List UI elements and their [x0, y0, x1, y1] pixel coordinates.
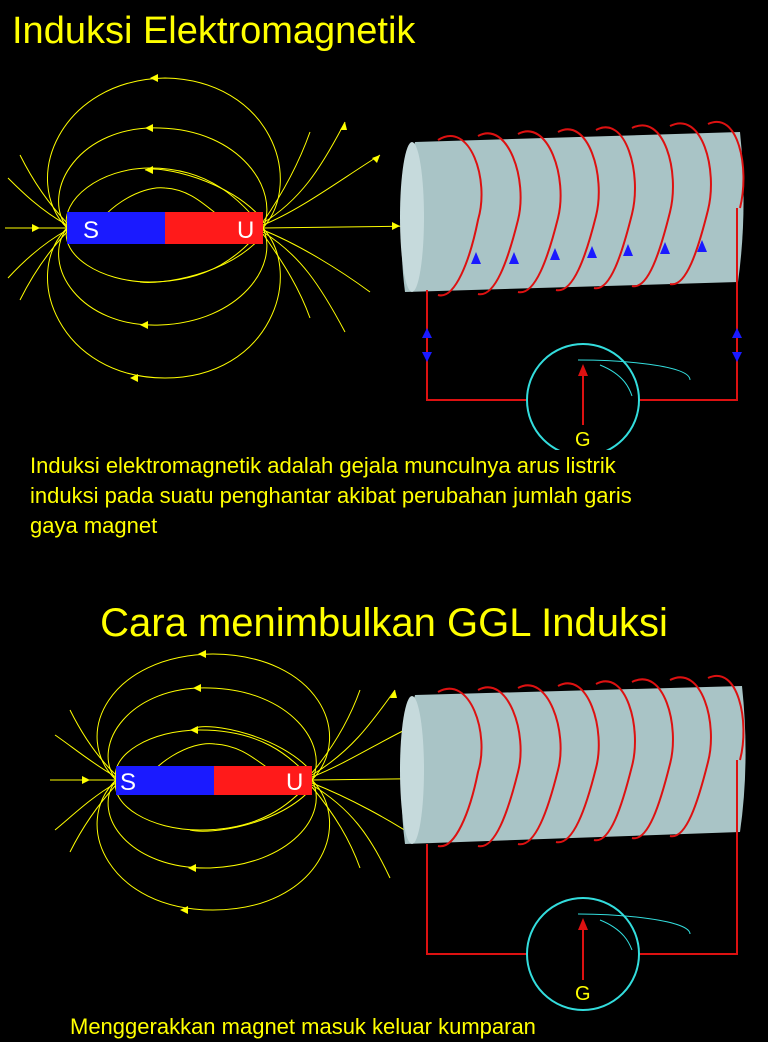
bar-magnet: S U: [116, 766, 312, 796]
field-arrowheads: [32, 74, 400, 382]
coil-solenoid: [400, 120, 745, 297]
method-paragraph: Menggerakkan magnet masuk keluar kumpara…: [70, 1014, 536, 1039]
magnet-south-label: S: [83, 217, 99, 244]
coil-solenoid: [400, 674, 746, 848]
section-title: Cara menimbulkan GGL Induksi: [100, 601, 668, 645]
magnet-north-label: U: [286, 769, 303, 796]
definition-paragraph: Induksi elektromagnetik adalah gejala mu…: [30, 453, 632, 538]
magnet-north-pole: [165, 212, 263, 244]
magnet-south-pole: [116, 766, 214, 795]
page-title: Induksi Elektromagnetik: [12, 10, 416, 52]
bar-magnet: S U: [67, 212, 263, 244]
coil-tube: [401, 686, 746, 844]
magnetic-field-lines: [50, 653, 471, 911]
magnet-north-label: U: [237, 217, 254, 244]
current-arrows: [471, 240, 707, 264]
diagram-induction-2: S U G: [50, 650, 746, 1011]
galvanometer: G: [526, 897, 691, 1011]
galvanometer: G: [526, 343, 691, 450]
magnet-south-pole: [67, 212, 165, 244]
galvanometer-label: G: [575, 429, 591, 450]
circuit-wire: [426, 760, 738, 955]
circuit-wire: [426, 208, 738, 401]
coil-tube: [401, 132, 744, 292]
wire-current-arrows: [422, 328, 742, 362]
magnetic-field-lines: [5, 77, 421, 379]
galvanometer-label: G: [575, 983, 591, 1005]
diagram-induction-1: S U: [5, 74, 745, 450]
magnet-south-label: S: [120, 769, 136, 796]
magnet-north-pole: [214, 766, 312, 795]
